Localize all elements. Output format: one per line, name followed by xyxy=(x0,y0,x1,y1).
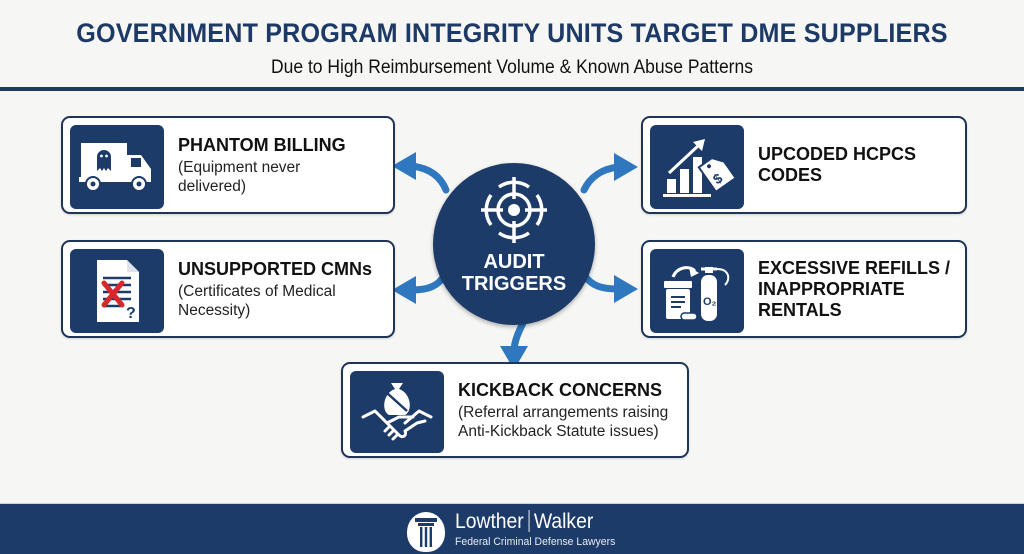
refill-oxygen-tank-icon: O₂ xyxy=(650,249,744,333)
card-description-line: Necessity) xyxy=(178,301,251,319)
arrow-to-phantom-billing xyxy=(408,162,450,194)
rejected-document-icon: ? xyxy=(70,249,164,333)
brand-name: Lowther Walker xyxy=(455,510,593,534)
card-description-line: (Referral arrangements raising xyxy=(458,403,669,421)
card-title-line: RENTALS xyxy=(758,299,842,320)
hub-label-line1: AUDIT xyxy=(483,251,545,273)
card-title: KICKBACK CONCERNS xyxy=(458,379,663,400)
brand-name-left: Lowther xyxy=(455,510,524,533)
rising-chart-price-tag-icon: $ xyxy=(650,125,744,209)
brand-separator xyxy=(528,510,530,532)
card-upcoded-hcpcs: $ UPCODED HCPCS CODES xyxy=(641,116,967,214)
card-title: PHANTOM BILLING xyxy=(178,134,346,155)
column-pillar-icon xyxy=(407,512,445,552)
card-kickback-concerns: KICKBACK CONCERNS (Referral arrangements… xyxy=(341,362,689,458)
footer-bar: Lowther Walker Federal Criminal Defense L… xyxy=(0,503,1024,554)
svg-text:O₂: O₂ xyxy=(703,296,717,308)
brand-tagline: Federal Criminal Defense Lawyers xyxy=(455,536,616,548)
svg-text:?: ? xyxy=(126,305,136,322)
ghost-delivery-truck-icon xyxy=(70,125,164,209)
card-description-line: Anti-Kickback Statute issues) xyxy=(458,422,659,440)
card-title-line: UPCODED HCPCS xyxy=(758,144,917,164)
brand-name-right: Walker xyxy=(533,510,594,533)
card-excessive-refills: O₂ EXCESSIVE REFILLS / INAPPROPRIATE REN… xyxy=(641,240,967,338)
card-description-line: (Equipment never xyxy=(178,158,301,176)
page-subtitle: Due to High Reimbursement Volume & Known… xyxy=(271,57,753,78)
card-description-line: delivered) xyxy=(178,177,247,195)
card-description-line: (Certificates of Medical xyxy=(178,282,336,300)
card-title-line: EXCESSIVE REFILLS / xyxy=(758,257,951,278)
hub-label-line2: TRIGGERS xyxy=(461,273,567,295)
audit-triggers-hub: AUDIT TRIGGERS xyxy=(433,163,595,325)
handshake-money-bag-icon xyxy=(350,371,444,453)
card-title-line: CODES xyxy=(758,165,823,185)
card-unsupported-cmns: ? UNSUPPORTED CMNs (Certificates of Medi… xyxy=(61,240,395,338)
card-title: UNSUPPORTED CMNs xyxy=(178,258,373,279)
card-title-line: INAPPROPRIATE xyxy=(758,278,905,299)
arrow-to-upcoded-hcpcs xyxy=(580,163,622,194)
header-divider xyxy=(0,87,1024,91)
page-title: GOVERNMENT PROGRAM INTEGRITY UNITS TARGE… xyxy=(76,18,948,48)
target-crosshair-icon xyxy=(481,177,547,243)
card-phantom-billing: PHANTOM BILLING (Equipment never deliver… xyxy=(61,116,395,214)
